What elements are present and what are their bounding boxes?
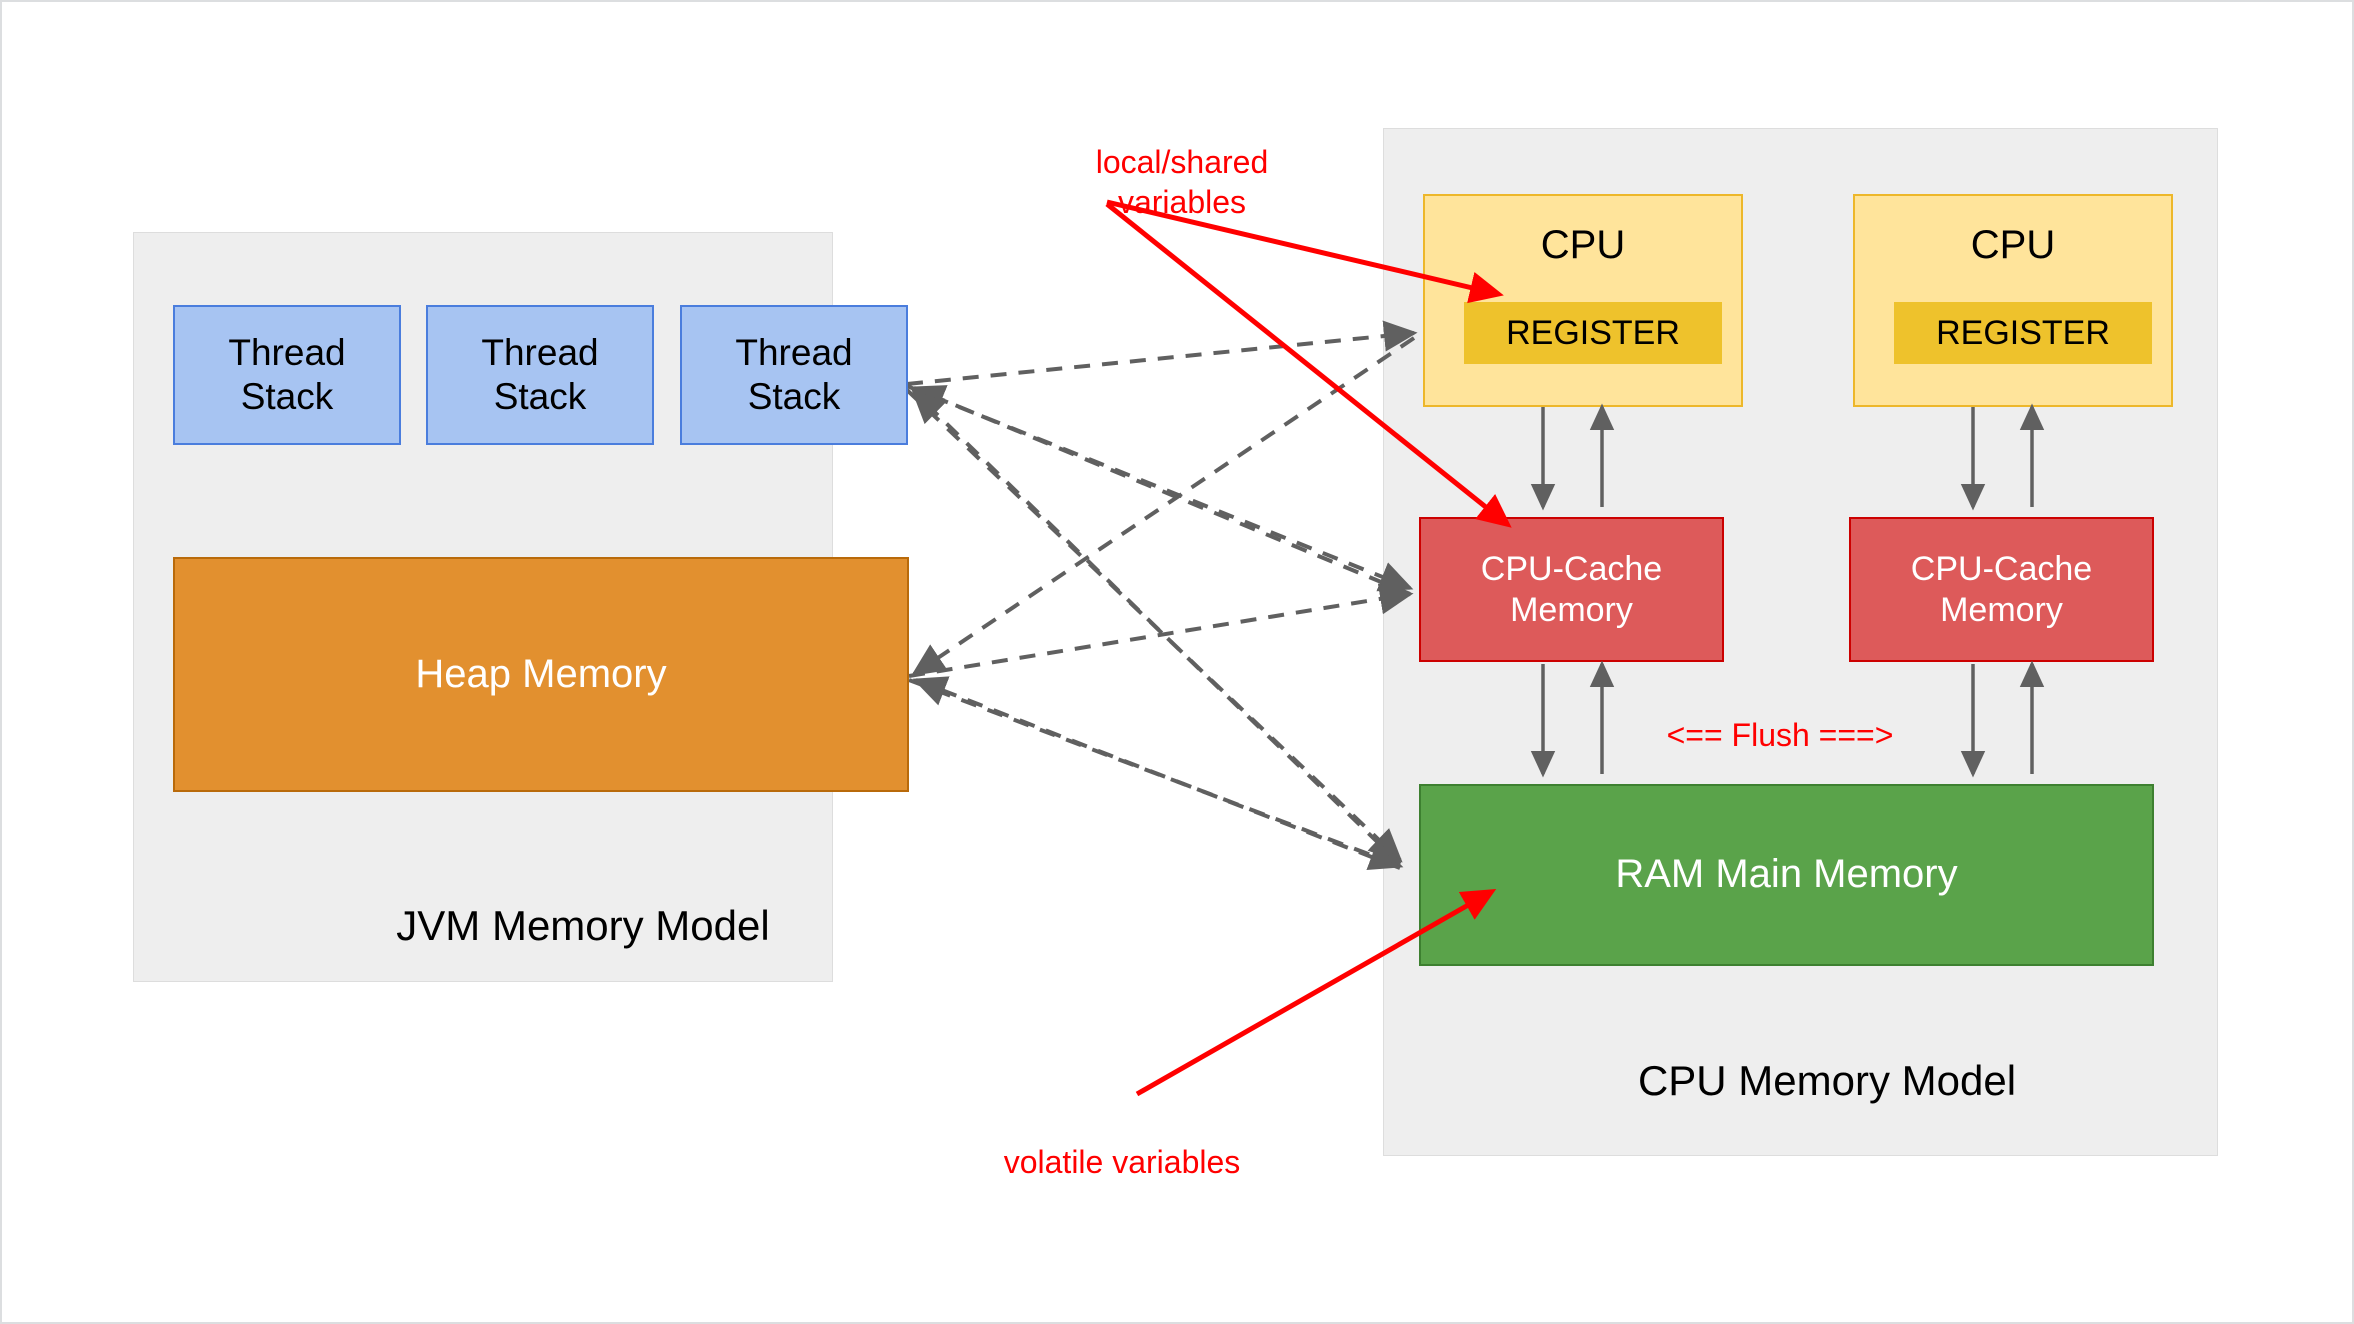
volatile-variables-annotation: volatile variables xyxy=(1003,1144,1241,1180)
ram-main-memory-box: RAM Main Memory xyxy=(1419,784,2154,966)
cpu-label: CPU xyxy=(1970,223,2056,267)
thread-stack-box-3: Thread Stack xyxy=(680,305,908,445)
flush-annotation: <== Flush ===> xyxy=(1666,717,1894,753)
conn-threadstack-to-cache xyxy=(906,384,1414,592)
cpu-cache-label: CPU-Cache Memory xyxy=(1910,550,2093,629)
thread-stack-box-1: Thread Stack xyxy=(173,305,401,445)
heap-memory-label: Heap Memory xyxy=(415,651,667,696)
thread-stack-box-2: Thread Stack xyxy=(426,305,654,445)
thread-stack-label: Thread Stack xyxy=(228,332,346,417)
conn-ram-to-heap xyxy=(912,676,1401,870)
ram-main-memory-label: RAM Main Memory xyxy=(1615,852,1958,897)
cpu-box-1: CPU xyxy=(1423,194,1743,407)
conn-register-to-heap xyxy=(911,336,1416,677)
thread-stack-label: Thread Stack xyxy=(735,332,853,417)
register-label: REGISTER xyxy=(1936,313,2110,352)
cpu-cache-memory-box-1: CPU-Cache Memory xyxy=(1419,517,1724,662)
register-label: REGISTER xyxy=(1506,313,1680,352)
cpu-memory-model-title: CPU Memory Model xyxy=(1637,1057,2017,1104)
cpu-label: CPU xyxy=(1540,223,1626,267)
register-box-2: REGISTER xyxy=(1894,302,2152,364)
jvm-memory-model-title: JVM Memory Model xyxy=(396,902,770,949)
register-box-1: REGISTER xyxy=(1464,302,1722,364)
conn-threadstack-to-ram xyxy=(905,388,1403,863)
cpu-cache-label: CPU-Cache Memory xyxy=(1480,550,1663,629)
conn-heap-to-cache xyxy=(908,583,1414,678)
cpu-box-2: CPU xyxy=(1853,194,2173,407)
conn-threadstack-to-register xyxy=(906,320,1418,386)
heap-memory-box: Heap Memory xyxy=(173,557,909,792)
conn-cache-to-threadstack xyxy=(910,385,1411,596)
thread-stack-label: Thread Stack xyxy=(481,332,599,417)
cpu-cache-memory-box-2: CPU-Cache Memory xyxy=(1849,517,2154,662)
conn-ram-to-threadstack xyxy=(911,389,1402,866)
conn-heap-to-ram xyxy=(908,678,1404,870)
local-shared-variables-annotation: local/shared variables xyxy=(1095,144,1269,220)
